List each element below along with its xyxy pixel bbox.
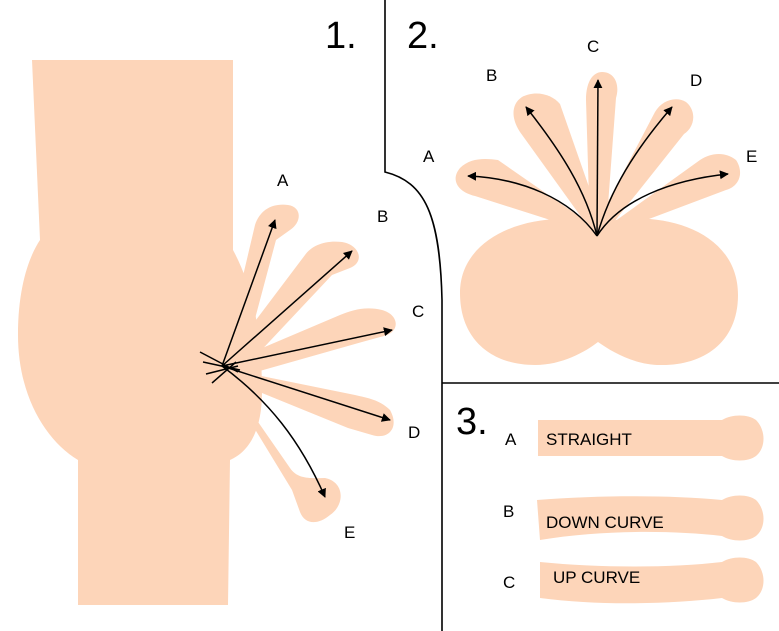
letter-3-c: C — [503, 573, 515, 592]
label-2-c: C — [587, 37, 599, 56]
letter-3-b: B — [503, 502, 514, 521]
arrow-front-d — [596, 106, 673, 237]
body-silhouette — [18, 60, 262, 605]
label-1-d: D — [408, 423, 420, 442]
panel-2-front-view: 2. A B C D E — [407, 15, 757, 366]
arrow-b — [221, 250, 353, 367]
arrow-e — [221, 365, 326, 498]
arrows-side — [221, 219, 393, 498]
scrotum-silhouette — [460, 218, 738, 366]
arrow-front-a — [467, 171, 598, 237]
fan-shapes-front — [455, 72, 741, 236]
label-2-e: E — [746, 147, 757, 166]
panel-3-curvature: 3. A STRAIGHT B DOWN CURVE C UP CURVE — [456, 401, 764, 604]
arrow-d — [221, 365, 391, 422]
label-2-d: D — [690, 71, 702, 90]
fan-shapes-side — [222, 204, 396, 523]
shape-down-curve — [537, 495, 764, 541]
panel-dividers — [384, 0, 779, 631]
label-1-b: B — [377, 207, 388, 226]
arrow-front-e — [596, 170, 729, 237]
arrow-c — [221, 327, 393, 367]
shape-up-curve — [540, 557, 764, 604]
panel-1-side-view: 1. A B C D E — [18, 15, 424, 605]
origin-ticks — [199, 351, 241, 384]
label-1-e: E — [344, 523, 355, 542]
shape-straight — [538, 415, 764, 461]
caption-down-curve: DOWN CURVE — [546, 513, 664, 532]
arrows-front — [467, 79, 729, 237]
arrow-front-c — [593, 79, 603, 237]
label-1-c: C — [412, 302, 424, 321]
label-2-b: B — [486, 66, 497, 85]
label-1-a: A — [277, 171, 289, 190]
label-2-a: A — [423, 147, 435, 166]
caption-up-curve: UP CURVE — [553, 568, 640, 587]
panel-1-number: 1. — [325, 15, 357, 57]
panel-3-number: 3. — [456, 401, 488, 443]
arrow-front-b — [525, 106, 598, 237]
letter-3-a: A — [505, 430, 517, 449]
caption-straight: STRAIGHT — [546, 430, 632, 449]
panel-2-number: 2. — [407, 15, 439, 57]
arrow-a — [221, 219, 277, 367]
